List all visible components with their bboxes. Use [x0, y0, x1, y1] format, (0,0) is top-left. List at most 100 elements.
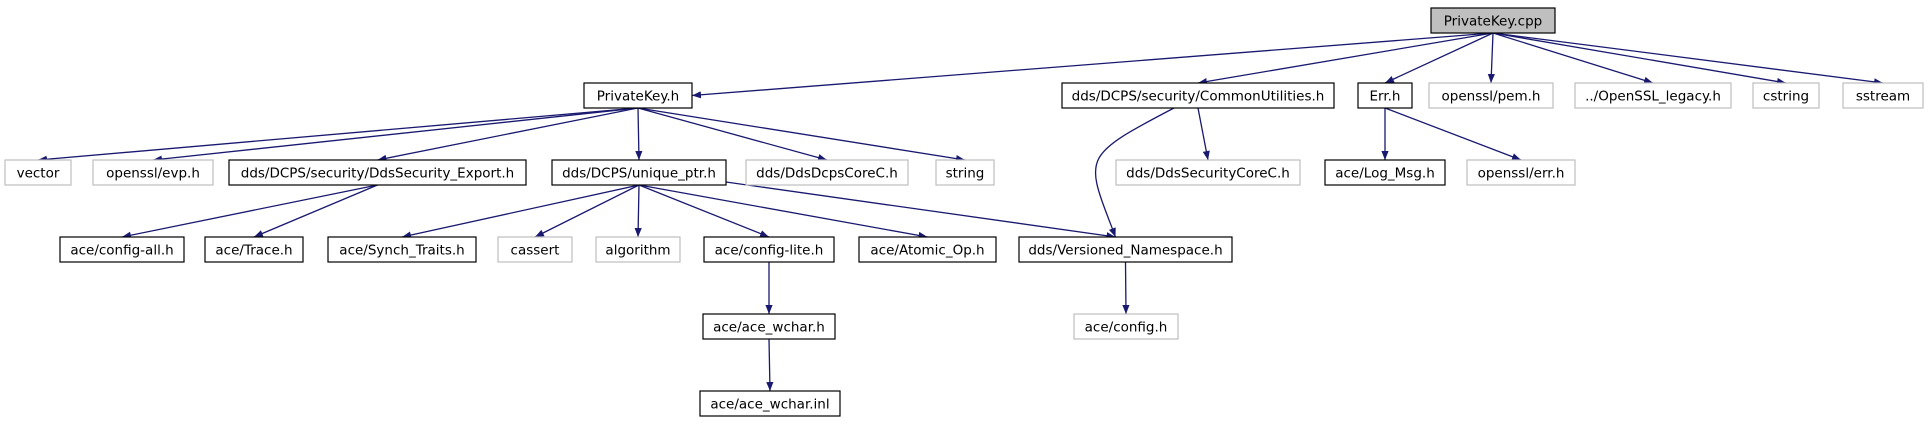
edge-ddssec_export-to-trace_h — [253, 184, 378, 238]
edge-common_util-to-seccore — [1197, 107, 1210, 161]
node-box — [1018, 236, 1233, 263]
node-box — [228, 159, 527, 186]
node-box — [1574, 82, 1732, 109]
edge-privatekey_h-to-vector — [37, 107, 639, 163]
node-box — [1842, 82, 1924, 109]
node-pem-h: openssl/pem.h — [1428, 82, 1554, 109]
node-box — [1061, 82, 1335, 109]
edge-root-to-err_h — [1384, 32, 1494, 84]
edge-common_util-to-versioned_ns — [1094, 107, 1175, 238]
node-dcpscore: dds/DdsDcpsCoreC.h — [745, 159, 909, 186]
node-box — [59, 236, 185, 263]
node-box — [935, 159, 995, 186]
edge-root-to-sstream — [1492, 32, 1884, 86]
node-box — [327, 236, 477, 263]
edge-root-to-cstring — [1492, 32, 1787, 86]
node-config-h: ace/config.h — [1073, 313, 1179, 340]
node-box — [1115, 159, 1301, 186]
node-box — [595, 236, 681, 263]
node-label: ace/ace_wchar.h — [713, 320, 825, 336]
node-cassert: cassert — [497, 236, 573, 263]
node-box — [1752, 82, 1820, 109]
node-atomic-op[interactable]: ace/Atomic_Op.h — [858, 236, 997, 263]
node-label: cstring — [1763, 89, 1809, 105]
node-label: algorithm — [605, 243, 670, 259]
node-err-h[interactable]: Err.h — [1357, 82, 1413, 109]
edges-layer — [37, 32, 1884, 392]
node-evp-h: openssl/evp.h — [92, 159, 214, 186]
edge-ddssec_export-to-config_all — [121, 184, 378, 239]
node-box — [1357, 82, 1413, 109]
edge-privatekey_h-to-dcpscore — [637, 107, 828, 162]
node-trace-h[interactable]: ace/Trace.h — [204, 236, 304, 263]
node-label: ace/Synch_Traits.h — [339, 243, 464, 259]
node-synch-traits[interactable]: ace/Synch_Traits.h — [327, 236, 477, 263]
node-common-util[interactable]: dds/DCPS/security/CommonUtilities.h — [1061, 82, 1335, 109]
node-label: openssl/evp.h — [106, 166, 200, 182]
node-versioned-ns[interactable]: dds/Versioned_Namespace.h — [1018, 236, 1233, 263]
edge-unique_ptr-to-atomic_op — [638, 184, 928, 239]
node-log-msg[interactable]: ace/Log_Msg.h — [1324, 159, 1446, 186]
edge-unique_ptr-to-config_lite — [638, 184, 770, 238]
edge-privatekey_h-to-string — [637, 107, 966, 163]
node-box — [699, 390, 841, 417]
edge-root-to-legacy_h — [1492, 32, 1654, 84]
edge-ace_wchar_h-to-ace_wchar_inl — [766, 338, 774, 392]
node-label: ace/ace_wchar.inl — [710, 397, 829, 413]
node-box — [583, 82, 693, 109]
node-sstream: sstream — [1842, 82, 1924, 109]
node-box — [858, 236, 997, 263]
node-label: ace/config.h — [1085, 320, 1168, 336]
node-ace-wchar-inl[interactable]: ace/ace_wchar.inl — [699, 390, 841, 417]
node-label: ../OpenSSL_legacy.h — [1585, 89, 1721, 105]
node-privatekey-h[interactable]: PrivateKey.h — [583, 82, 693, 109]
node-label: dds/Versioned_Namespace.h — [1028, 243, 1222, 259]
node-label: dds/DCPS/unique_ptr.h — [562, 166, 716, 182]
node-vector: vector — [4, 159, 72, 186]
node-box — [702, 313, 836, 340]
node-label: cassert — [511, 243, 560, 259]
node-config-lite[interactable]: ace/config-lite.h — [703, 236, 835, 263]
edge-privatekey_h-to-evp_h — [152, 107, 639, 163]
node-label: PrivateKey.cpp — [1444, 14, 1542, 30]
edge-unique_ptr-to-cassert — [534, 184, 640, 238]
node-cstring: cstring — [1752, 82, 1820, 109]
edge-err_h-to-err_ssl — [1384, 107, 1522, 161]
node-box — [1324, 159, 1446, 186]
node-box — [1073, 313, 1179, 340]
node-ace-wchar-h[interactable]: ace/ace_wchar.h — [702, 313, 836, 340]
node-box — [204, 236, 304, 263]
node-label: ace/Log_Msg.h — [1335, 166, 1435, 182]
node-box — [497, 236, 573, 263]
node-label: ace/config-lite.h — [715, 243, 824, 259]
edge-root-to-pem_h — [1487, 32, 1495, 84]
edge-root-to-common_util — [1197, 32, 1494, 86]
node-box — [745, 159, 909, 186]
node-ddssec-export[interactable]: dds/DCPS/security/DdsSecurity_Export.h — [228, 159, 527, 186]
node-label: ace/Trace.h — [215, 243, 292, 259]
node-label: string — [946, 166, 985, 182]
node-label: dds/DCPS/security/CommonUtilities.h — [1072, 89, 1325, 105]
node-label: dds/DdsSecurityCoreC.h — [1126, 166, 1290, 182]
node-box — [1428, 82, 1554, 109]
edge-versioned_ns-to-config_h — [1122, 261, 1130, 315]
node-err-ssl: openssl/err.h — [1466, 159, 1576, 186]
node-string: string — [935, 159, 995, 186]
node-label: PrivateKey.h — [597, 89, 679, 105]
edge-unique_ptr-to-versioned_ns — [725, 181, 1116, 240]
node-label: ace/config-all.h — [70, 243, 173, 259]
node-label: dds/DCPS/security/DdsSecurity_Export.h — [241, 166, 514, 182]
node-label: ace/Atomic_Op.h — [870, 243, 984, 259]
node-config-all[interactable]: ace/config-all.h — [59, 236, 185, 263]
edge-unique_ptr-to-synch_traits — [401, 184, 640, 239]
node-label: dds/DdsDcpsCoreC.h — [756, 166, 898, 182]
node-algorithm: algorithm — [595, 236, 681, 263]
node-label: openssl/err.h — [1478, 166, 1565, 182]
edge-privatekey_h-to-ddssec_export — [377, 107, 639, 162]
node-box — [1430, 7, 1556, 34]
node-unique-ptr[interactable]: dds/DCPS/unique_ptr.h — [551, 159, 727, 186]
node-root[interactable]: PrivateKey.cpp — [1430, 7, 1556, 34]
node-box — [1466, 159, 1576, 186]
